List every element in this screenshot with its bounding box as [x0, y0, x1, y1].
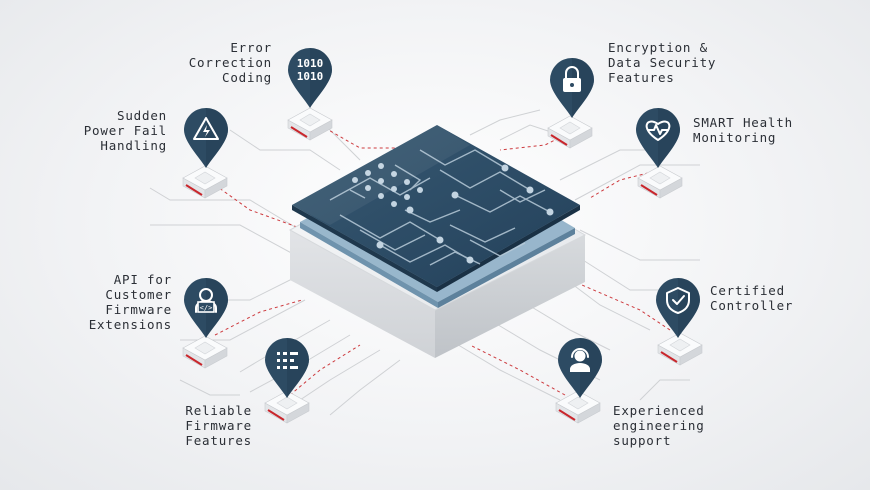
- chip-board: [292, 125, 580, 287]
- chip-pads: [352, 163, 554, 264]
- chip-board-edge-right: [437, 205, 580, 292]
- chip-board-sheen: [292, 125, 470, 225]
- svg-text:</>: </>: [200, 304, 213, 312]
- svg-text:1010: 1010: [297, 57, 324, 70]
- shield-check-icon: [666, 287, 690, 314]
- chip-slab-right: [435, 235, 585, 358]
- module-encryption: [547, 115, 593, 149]
- svg-text:1010: 1010: [297, 70, 324, 83]
- pin-smart: [636, 108, 680, 168]
- developer-icon: </>: [195, 288, 217, 313]
- module-smart: [637, 165, 683, 199]
- connector-lines: [149, 109, 700, 416]
- module-power-fail: [182, 165, 228, 199]
- module-reliable: [264, 390, 310, 424]
- module-support: [555, 390, 601, 424]
- module-api: [182, 335, 228, 369]
- feature-modules: [182, 107, 703, 424]
- lightning-icon: [193, 117, 219, 140]
- heart-monitor-icon: [645, 120, 671, 141]
- pin-encryption: [550, 58, 594, 118]
- pin-support: [558, 338, 602, 398]
- chip-slab-left: [290, 230, 435, 358]
- controller-chip: [288, 125, 587, 358]
- chip-mid-layer-edge: [300, 222, 438, 308]
- pin-certified: [656, 278, 700, 338]
- list-icon: [277, 352, 298, 369]
- chip-mid-layer-edge-right: [438, 228, 575, 308]
- support-agent-icon: [570, 348, 590, 372]
- lock-icon: [563, 66, 581, 92]
- chip-board-edge: [292, 205, 437, 292]
- pin-reliable: [265, 338, 309, 398]
- module-certified: [657, 332, 703, 366]
- pin-power-fail: [184, 108, 228, 168]
- module-ecc: [287, 107, 333, 141]
- pin-api: </>: [184, 278, 228, 338]
